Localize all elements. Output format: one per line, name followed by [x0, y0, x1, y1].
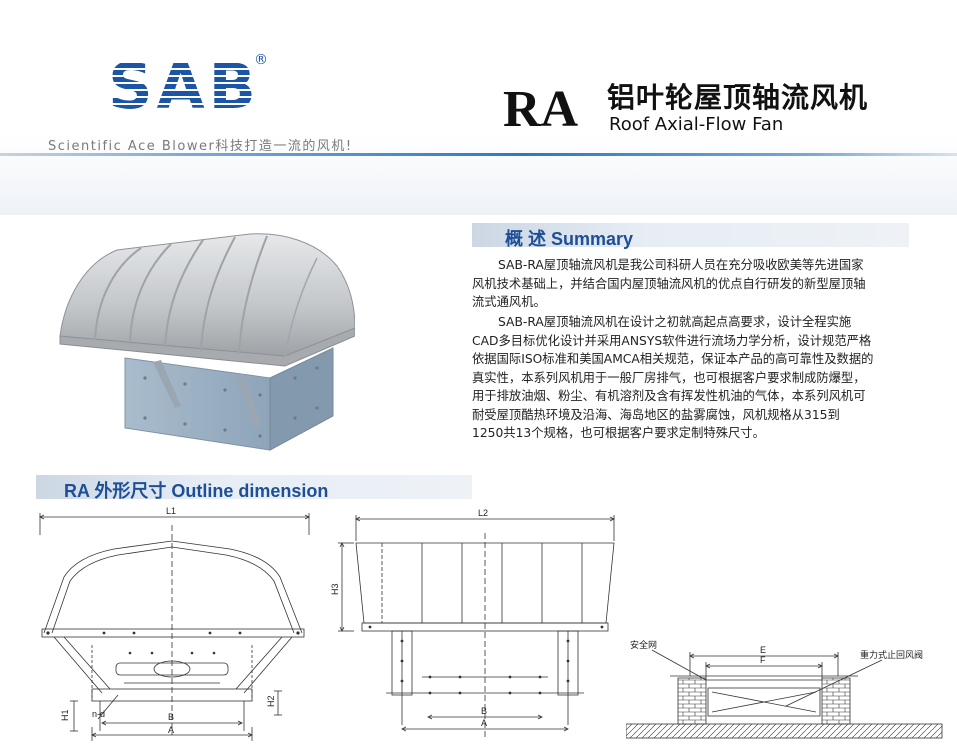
- summary-heading-bar: [472, 223, 909, 247]
- model-code: RA: [503, 81, 579, 138]
- front-view-drawing: L1 H1 H2 n-d B A: [39, 506, 310, 741]
- outline-heading-bar: [36, 475, 472, 499]
- text-line: SAB-RA屋顶轴流风机是我公司科研人员在充分吸收欧美等先进国家: [498, 258, 864, 272]
- text-line: 流式通风机。: [472, 295, 546, 309]
- text-line: 依据国际ISO标准和美国AMCA相关规范，保证本产品的高可靠性及数据的: [472, 352, 874, 366]
- summary-paragraph-2: SAB-RA屋顶轴流风机在设计之初就高起点高要求，设计全程实施 CAD多目标优化…: [472, 313, 916, 443]
- text-line: 耐受屋顶酷热环境及沿海、海岛地区的盐雾腐蚀，风机规格从315到: [472, 407, 840, 422]
- gravity-damper-label: 重力式止回风阀: [860, 649, 923, 661]
- dim-e: E: [760, 645, 766, 655]
- header-divider: [0, 153, 957, 156]
- text-line: 真实性，本系列风机用于一般厂房排气，也可根据客户要求制成防爆型，: [472, 370, 866, 385]
- safety-net-label: 安全网: [630, 639, 657, 651]
- text-line: SAB-RA屋顶轴流风机在设计之初就高起点高要求，设计全程实施: [498, 315, 852, 329]
- dim-l1: L1: [166, 506, 176, 516]
- dim-h1: H1: [60, 709, 70, 721]
- sab-logo: SAB ®: [108, 50, 278, 126]
- text-line: 用于排放油烟、粉尘、有机溶剂及含有挥发性机油的气体，本系列风机可: [472, 389, 866, 403]
- text-line: 风机技术基础上，并结合国内屋顶轴流风机的优点自行研发的新型屋顶轴: [472, 276, 866, 291]
- product-photo: [59, 233, 355, 451]
- logo-text: SAB: [108, 50, 260, 123]
- text-line: CAD多目标优化设计并采用ANSYS软件进行流场力学分析，设计规范严格: [472, 333, 872, 348]
- dim-nd: n-d: [92, 709, 105, 719]
- summary-paragraph-1: SAB-RA屋顶轴流风机是我公司科研人员在充分吸收欧美等先进国家 风机技术基础上…: [472, 256, 916, 312]
- dim-l2: L2: [478, 508, 488, 518]
- side-view-drawing: L2 H3 B A: [330, 508, 615, 737]
- dim-a: A: [481, 718, 487, 728]
- installation-drawing: 安全网 重力式止回风阀 E F: [626, 639, 943, 739]
- tagline: Scientific Ace Blower科技打造一流的风机!: [48, 139, 353, 154]
- dim-b: B: [481, 706, 487, 716]
- product-title-cn: 铝叶轮屋顶轴流风机: [607, 81, 869, 114]
- dim-h2: H2: [266, 695, 276, 707]
- registered-mark: ®: [254, 52, 268, 68]
- dim-a: A: [168, 725, 174, 735]
- dim-b: B: [168, 712, 174, 722]
- outline-heading: RA 外形尺寸 Outline dimension: [64, 481, 329, 501]
- summary-heading: 概 述 Summary: [505, 229, 634, 249]
- header-band: [0, 0, 957, 215]
- dim-f: F: [760, 655, 766, 665]
- text-line: 1250共13个规格，也可根据客户要求定制特殊尺寸。: [472, 426, 765, 440]
- product-title-en: Roof Axial-Flow Fan: [609, 114, 784, 135]
- dim-h3: H3: [330, 583, 340, 595]
